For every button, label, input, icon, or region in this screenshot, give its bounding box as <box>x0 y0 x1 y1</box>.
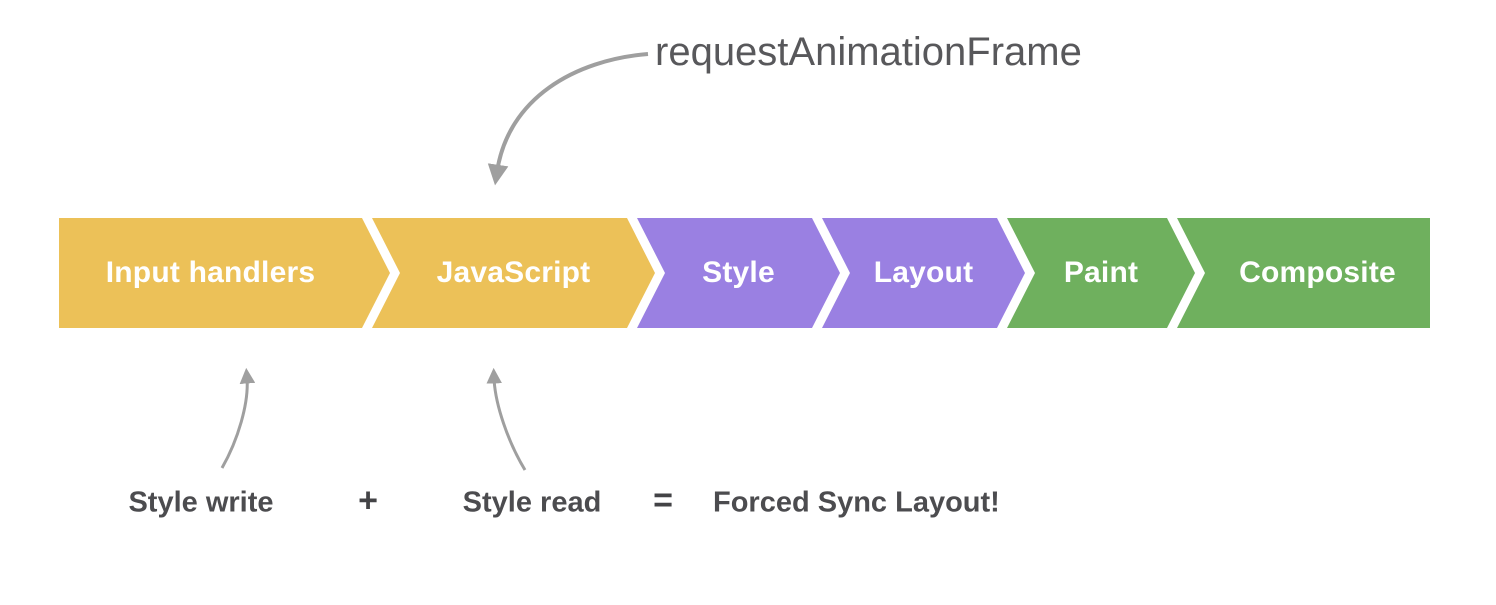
equals-sign: = <box>653 481 673 520</box>
plus-sign: + <box>358 481 378 520</box>
step-label: JavaScript <box>436 256 591 289</box>
pipeline-step-layout: Layout <box>822 218 1025 328</box>
step-label: Layout <box>873 256 974 289</box>
style-read-arrow <box>486 367 527 471</box>
style-read-label: Style read <box>462 486 602 519</box>
pipeline-step-input-handlers: Input handlers <box>59 218 390 328</box>
style-write-label: Style write <box>128 486 274 519</box>
pipeline-step-javascript: JavaScript <box>372 218 655 328</box>
pipeline-step-composite: Composite <box>1177 218 1430 328</box>
step-label: Input handlers <box>105 256 316 289</box>
step-label: Composite <box>1239 256 1396 289</box>
pipeline-step-style: Style <box>637 218 840 328</box>
step-label: Style <box>702 256 775 289</box>
request-animation-frame-label: requestAnimationFrame <box>655 30 1082 74</box>
raf-curved-arrow <box>487 52 649 186</box>
step-label: Paint <box>1063 256 1139 289</box>
forced-sync-layout-label: Forced Sync Layout! <box>713 486 1000 519</box>
style-write-arrow <box>220 367 256 469</box>
pipeline-step-paint: Paint <box>1007 218 1195 328</box>
